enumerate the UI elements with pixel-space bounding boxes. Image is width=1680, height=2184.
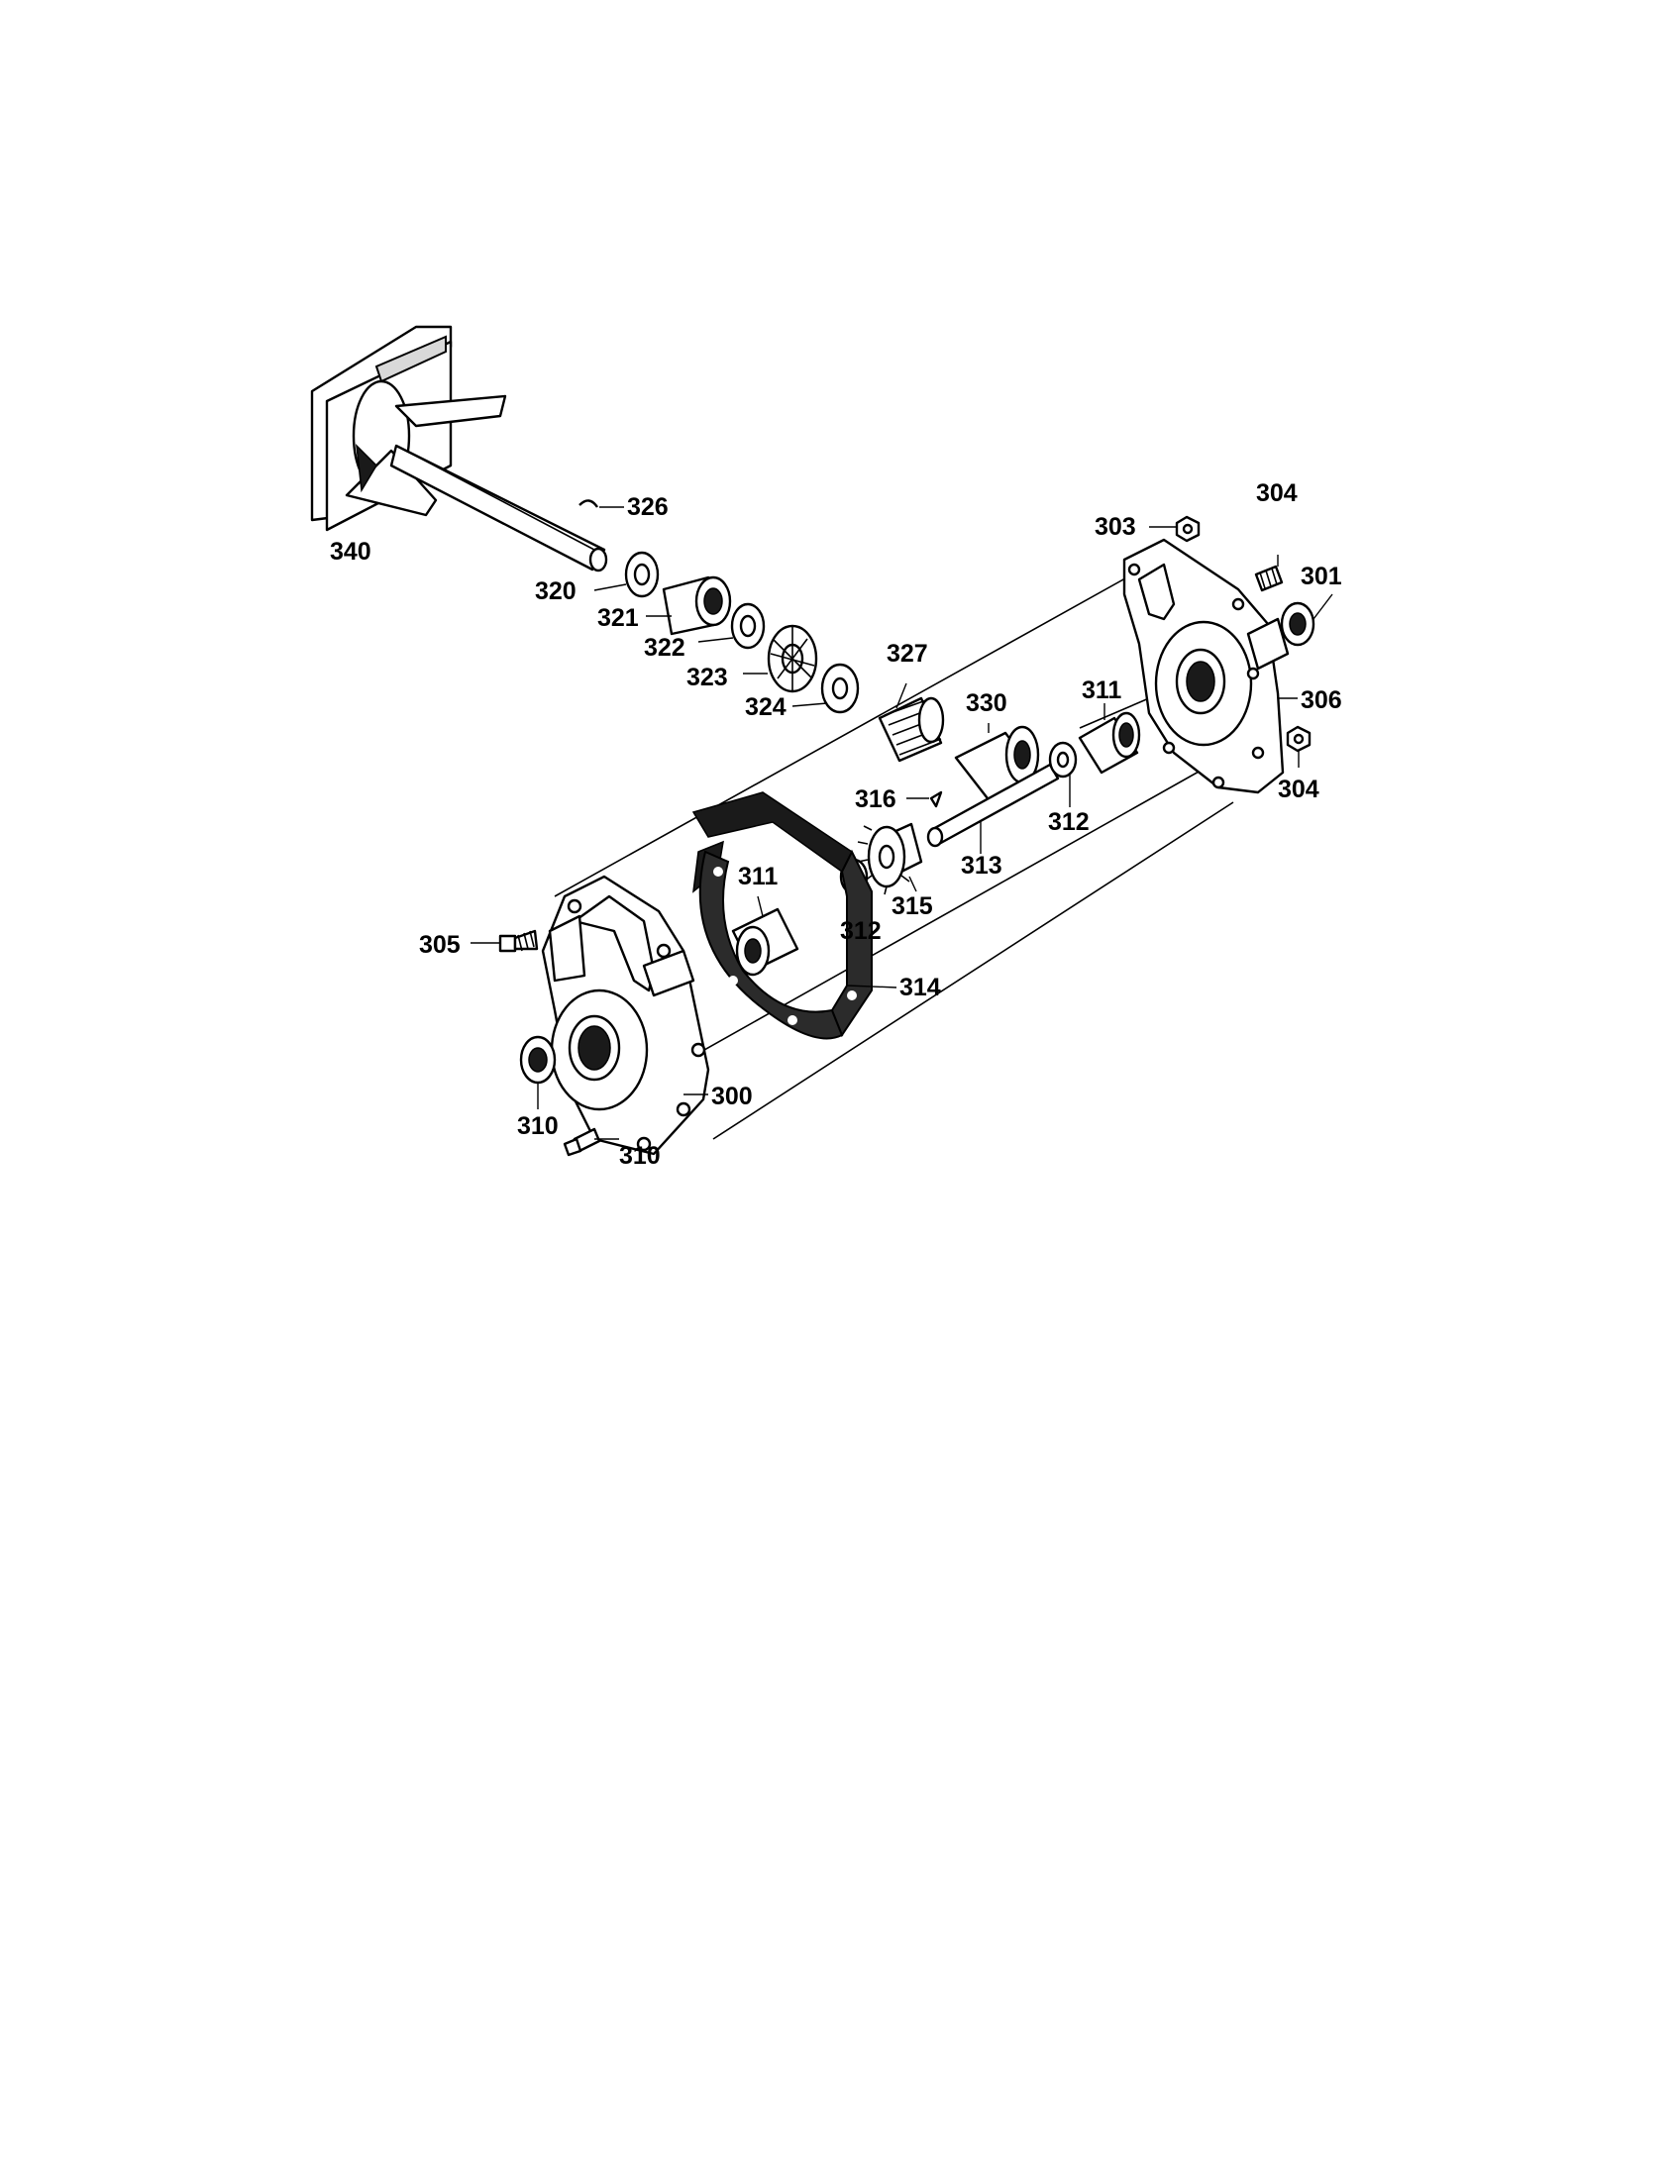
label-311-right: 311 <box>1082 676 1121 704</box>
label-312-right: 312 <box>1048 808 1090 836</box>
label-306: 304 <box>1256 479 1298 507</box>
worm-gear-327 <box>878 682 945 763</box>
set-screw-306 <box>1254 555 1284 592</box>
screw-303 <box>563 1127 619 1157</box>
label-314: 314 <box>899 974 941 1001</box>
nut-304-top <box>1149 515 1201 543</box>
impeller-assembly <box>310 325 608 572</box>
label-327: 327 <box>887 640 928 668</box>
label-326: 326 <box>627 493 669 521</box>
bushing-311-left <box>731 895 799 977</box>
housing-301 <box>1122 538 1298 794</box>
bearing-310-left <box>519 1035 557 1109</box>
gasket-314 <box>691 791 897 1040</box>
label-305: 305 <box>419 931 461 959</box>
label-323: 323 <box>686 664 728 691</box>
label-322: 322 <box>644 634 685 662</box>
washer-322 <box>697 602 766 650</box>
label-312-left: 312 <box>840 917 882 945</box>
label-300: 300 <box>711 1083 753 1110</box>
pin-326 <box>578 499 624 508</box>
label-315: 315 <box>892 892 933 920</box>
nut-304-right <box>1286 725 1312 768</box>
gear-315 <box>857 822 923 895</box>
bushing-311-right <box>1078 703 1141 775</box>
screw-305 <box>471 929 539 953</box>
label-301: 306 <box>1301 686 1342 714</box>
bearing-310-right <box>1280 593 1333 647</box>
label-321: 321 <box>597 604 639 632</box>
washer-320 <box>593 551 660 598</box>
callout-labels: 340 326 320 321 322 323 324 327 330 316 … <box>330 479 1342 1170</box>
housing-300 <box>541 875 710 1156</box>
thrust-bearing-323 <box>743 624 818 693</box>
label-324: 324 <box>745 693 787 721</box>
label-316: 316 <box>855 785 896 813</box>
label-304-right: 304 <box>1278 776 1319 803</box>
label-320: 320 <box>535 577 577 605</box>
label-340: 340 <box>330 538 371 566</box>
label-313: 313 <box>961 852 1002 880</box>
washer-324 <box>791 663 860 714</box>
label-311-left: 311 <box>738 863 778 890</box>
key-316 <box>906 790 943 808</box>
label-304-top: 303 <box>1095 513 1136 541</box>
washer-312-right <box>1048 741 1078 807</box>
label-310-right: 301 <box>1301 563 1342 590</box>
bearing-sleeve-321 <box>646 575 732 636</box>
label-310-left: 310 <box>517 1112 559 1140</box>
label-303: 310 <box>619 1142 661 1170</box>
shaft-313 <box>926 763 1060 854</box>
label-330: 330 <box>966 689 1007 717</box>
